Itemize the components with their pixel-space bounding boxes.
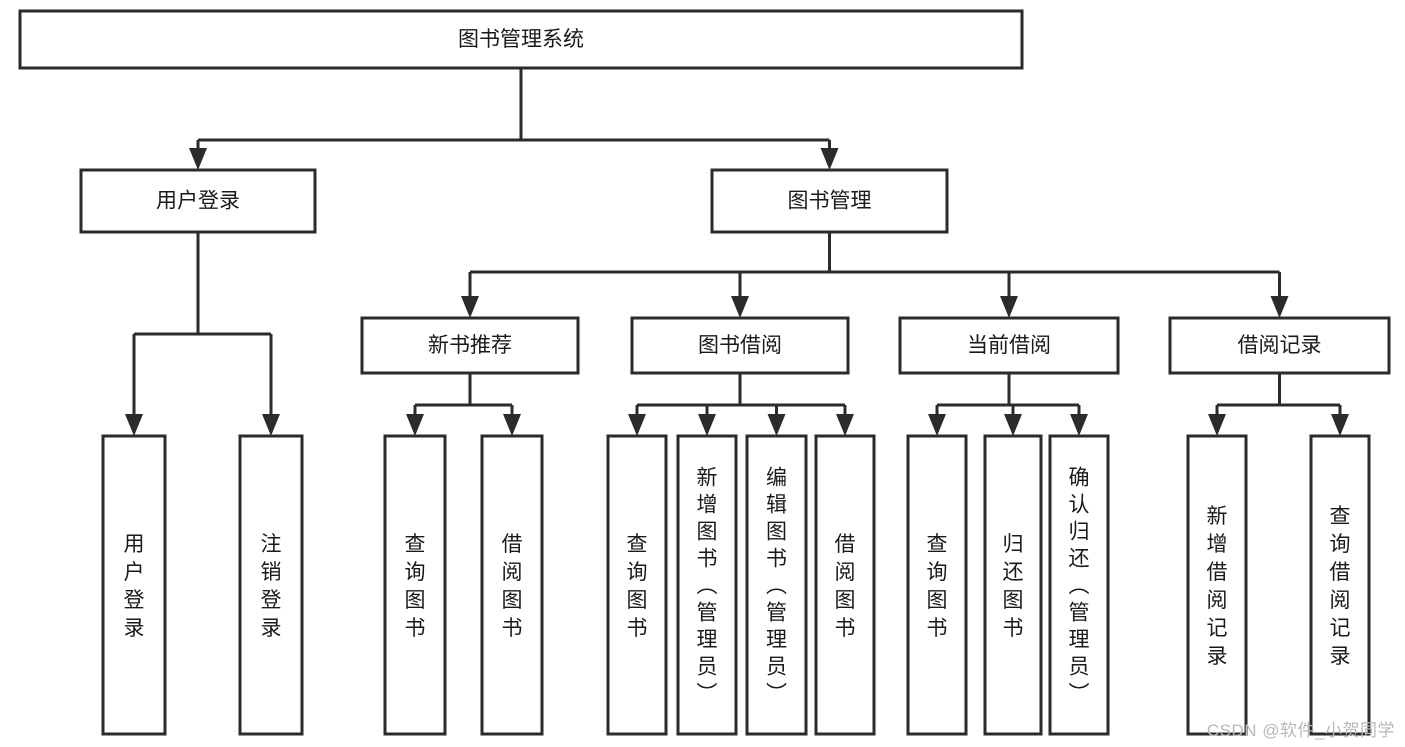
book-borrow-leaf-3-arrow-icon <box>836 414 854 436</box>
connectors-layer <box>125 68 1349 436</box>
level3-2-arrow-icon <box>1000 296 1018 318</box>
leaf-logout-login-box[interactable] <box>238 434 304 736</box>
book-borrow-leaf-2-arrow-icon <box>767 414 786 436</box>
leaf-borrow-book-2-box[interactable] <box>814 434 876 736</box>
leaf-query-borrow-record-box[interactable] <box>1309 434 1371 736</box>
book-borrow-leaf-0-arrow-icon <box>628 414 646 436</box>
leaf-user-login-box[interactable] <box>101 434 167 736</box>
leaf-borrow-book-2-label: 借阅图书 <box>835 533 856 640</box>
borrow-record-label: 借阅记录 <box>1238 334 1322 357</box>
boxes-layer: 图书管理系统用户登录图书管理新书推荐图书借阅当前借阅借阅记录用户登录注销登录查询… <box>18 9 1391 736</box>
user-login-label: 用户登录 <box>156 190 240 213</box>
level3-1-arrow-icon <box>731 296 749 318</box>
leaf-edit-book-box[interactable] <box>745 434 808 736</box>
leaf-query-book-3-box[interactable] <box>906 434 968 736</box>
leaf-confirm-return-box[interactable] <box>1048 434 1110 736</box>
leaf-add-book-box[interactable] <box>676 434 738 736</box>
leaf-borrow-book-1-box[interactable] <box>480 434 544 736</box>
book-borrow-label: 图书借阅 <box>698 334 782 357</box>
level3-0-arrow-icon <box>461 296 479 318</box>
current-borrow-box[interactable] <box>898 316 1120 375</box>
leaf-query-book-1-label: 查询图书 <box>405 533 426 640</box>
leaf-add-borrow-record-box[interactable] <box>1186 434 1248 736</box>
current-borrow-leaf-2-arrow-icon <box>1070 414 1088 436</box>
book-management-label: 图书管理 <box>788 190 872 213</box>
level3-3-arrow-icon <box>1270 296 1289 318</box>
leaf-add-borrow-record-label: 新增借阅记录 <box>1207 505 1228 668</box>
root-book-management-system-box[interactable] <box>18 9 1024 70</box>
current-borrow-label: 当前借阅 <box>967 334 1051 357</box>
user-login-leaf-1-arrow-icon <box>262 414 280 436</box>
new-book-recommend-label: 新书推荐 <box>428 334 512 357</box>
user-login-box[interactable] <box>79 168 317 234</box>
leaf-confirm-return-label: 确认归还︵管理员︶ <box>1069 467 1090 706</box>
leaf-query-book-2-box[interactable] <box>606 434 668 736</box>
level2-1-arrow-icon <box>820 148 839 170</box>
new-book-recommend-leaf-1-arrow-icon <box>503 414 521 436</box>
leaf-edit-book-label: 编辑图书︵管理员︶ <box>766 467 787 706</box>
leaf-query-book-3-label: 查询图书 <box>927 533 948 640</box>
leaf-user-login-label: 用户登录 <box>124 533 145 640</box>
book-management-box[interactable] <box>710 168 949 234</box>
leaf-logout-login-label: 注销登录 <box>261 533 282 640</box>
borrow-record-leaf-1-arrow-icon <box>1331 414 1349 436</box>
book-borrow-box[interactable] <box>630 316 850 375</box>
leaf-return-book-label: 归还图书 <box>1003 533 1024 640</box>
leaf-query-book-1-box[interactable] <box>383 434 447 736</box>
leaf-return-book-box[interactable] <box>983 434 1043 736</box>
borrow-record-box[interactable] <box>1168 316 1391 375</box>
leaf-add-book-label: 新增图书︵管理员︶ <box>697 467 718 706</box>
leaf-borrow-book-1-label: 借阅图书 <box>502 533 523 640</box>
user-login-leaf-0-arrow-icon <box>125 414 143 436</box>
new-book-recommend-box[interactable] <box>360 316 580 375</box>
current-borrow-leaf-0-arrow-icon <box>928 414 946 436</box>
level2-0-arrow-icon <box>189 148 207 170</box>
new-book-recommend-leaf-0-arrow-icon <box>406 414 424 436</box>
borrow-record-leaf-0-arrow-icon <box>1208 414 1226 436</box>
leaf-query-book-2-label: 查询图书 <box>627 533 648 640</box>
current-borrow-leaf-1-arrow-icon <box>1004 414 1022 436</box>
leaf-query-borrow-record-label: 查询借阅记录 <box>1330 505 1351 668</box>
book-borrow-leaf-1-arrow-icon <box>698 414 716 436</box>
watermark-text: CSDN @软件_小贺同学 <box>1206 721 1395 740</box>
root-book-management-system-label: 图书管理系统 <box>458 28 584 51</box>
